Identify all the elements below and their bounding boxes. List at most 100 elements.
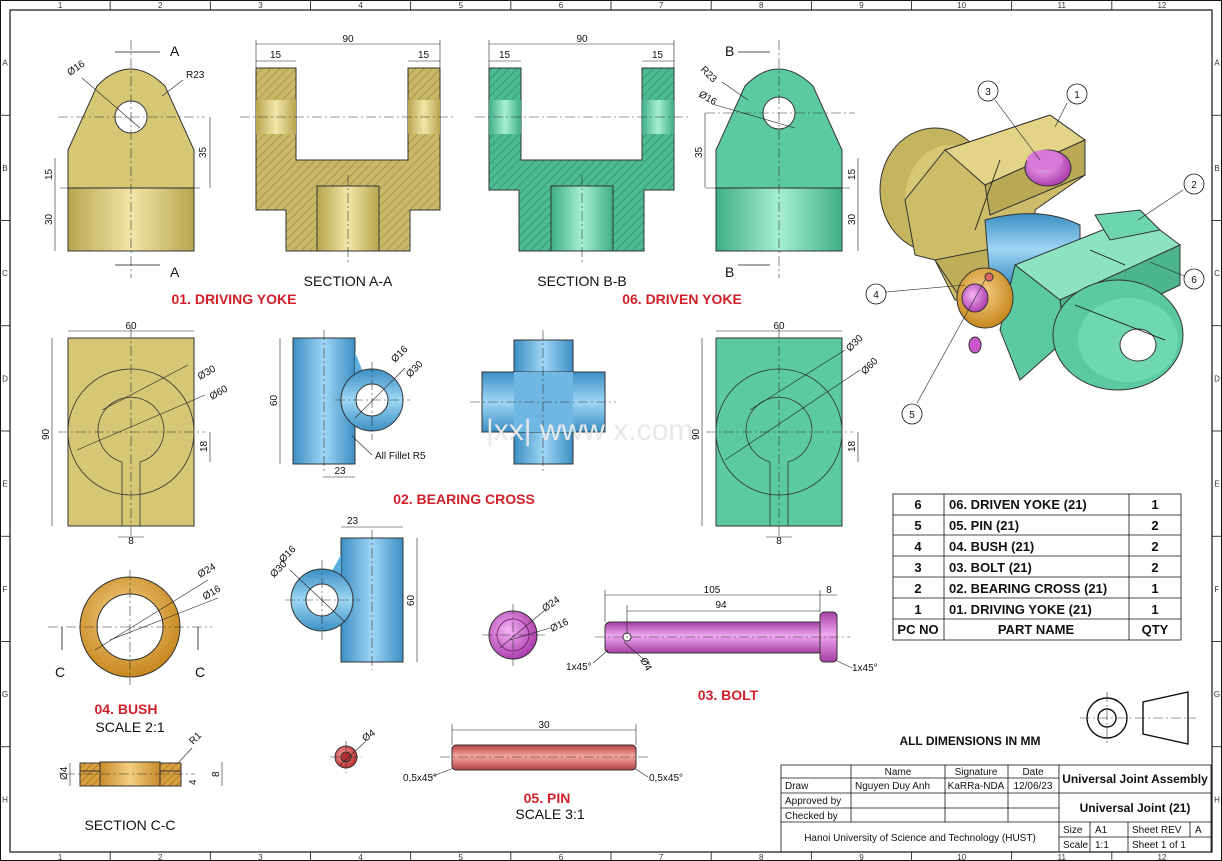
dim-driven-top-width-60: 60 (773, 321, 785, 332)
tb-col-name: Name (885, 767, 912, 778)
cut-label-a-top: A (170, 43, 180, 59)
bom-row-name: 01. DRIVING YOKE (21) (949, 602, 1092, 617)
tb-sheet-rev-label: Sheet REV (1132, 825, 1182, 836)
bom-row: 5 05. PIN (21) 2 (914, 518, 1158, 533)
tb-scale-label: Scale (1063, 840, 1088, 851)
dim-top-slot-18: 18 (199, 440, 210, 452)
dim-driven-height-35: 35 (694, 146, 705, 158)
dim-top-width-60: 60 (125, 321, 137, 332)
cut-label-b-bottom: B (725, 264, 734, 280)
fillet-note: All Fillet R5 (375, 451, 426, 462)
dim-pin-chamfer-left: 0,5x45° (403, 773, 437, 784)
bom-row-qty: 1 (1151, 497, 1158, 512)
bom-row-no: 4 (914, 539, 922, 554)
grid-row-label: F (1215, 585, 1220, 594)
dim-cc-height-8: 8 (211, 771, 222, 777)
dim-height-30: 30 (44, 213, 55, 225)
tb-draw-signature: KaRRa-NDA (948, 781, 1005, 792)
dim-driven-top-height-90: 90 (691, 428, 702, 440)
grid-column-label: 9 (859, 1, 864, 10)
tb-institution: Hanoi University of Science and Technolo… (804, 833, 1036, 844)
dim-height-15: 15 (44, 168, 55, 180)
tb-size-label: Size (1063, 825, 1083, 836)
section-bb-label: SECTION B-B (537, 273, 626, 289)
bearing-cross-front-view (470, 330, 616, 474)
dim-pin-length-30: 30 (538, 720, 550, 731)
tb-draw-name: Nguyen Duy Anh (855, 781, 930, 792)
bom-header-no: PC NO (897, 622, 938, 637)
grid-column-label: 11 (1058, 1, 1067, 10)
grid-column-label: 8 (759, 853, 764, 861)
bom-row-no: 3 (914, 560, 921, 575)
cut-label-c-right: C (195, 664, 205, 680)
dim-width-90-bb: 90 (576, 34, 588, 45)
tb-sheet-rev-value: A (1195, 825, 1202, 836)
isometric-assembly-view (879, 114, 1184, 391)
dim-pin-chamfer-right: 0,5x45° (649, 773, 683, 784)
dim-height-35: 35 (198, 146, 209, 158)
bolt-title: 03. BOLT (698, 687, 759, 703)
bolt-side-view: 105 94 8 1x45° 1x45° Ø4 (566, 585, 878, 674)
grid-column-label: 4 (358, 1, 363, 10)
driven-yoke-title: 06. DRIVEN YOKE (622, 291, 742, 307)
dim-driven-top-slot-8: 8 (776, 536, 782, 547)
tb-drawing-title: Universal Joint (21) (1080, 801, 1191, 815)
dim-cc-dia-4: Ø4 (59, 766, 70, 780)
balloon-2: 2 (1191, 180, 1197, 191)
watermark: |xx| www x.com (486, 414, 693, 447)
part-balloons: 1 2 3 4 5 6 (865, 80, 1205, 425)
grid-column-label: 10 (957, 1, 966, 10)
dim-driven-height-30: 30 (847, 213, 858, 225)
grid-row-label: H (1214, 795, 1220, 804)
grid-row-label: A (1214, 59, 1220, 68)
grid-column-label: 10 (957, 853, 966, 861)
pin-scale: SCALE 3:1 (515, 806, 584, 822)
grid-row-label: A (2, 59, 8, 68)
grid-row-label: D (2, 374, 8, 383)
bom-row-qty: 2 (1151, 560, 1158, 575)
driven-yoke-front-view: B B R23 Ø16 35 15 30 (694, 40, 859, 280)
bom-row-name: 04. BUSH (21) (949, 539, 1034, 554)
bom-row: 4 04. BUSH (21) 2 (914, 539, 1158, 554)
bush-scale: SCALE 2:1 (95, 719, 164, 735)
bom-header-qty: QTY (1142, 622, 1169, 637)
dim-top-height-90: 90 (41, 428, 52, 440)
dim-bolt-chamfer-right: 1x45° (852, 663, 878, 674)
bom-row-name: 02. BEARING CROSS (21) (949, 581, 1107, 596)
bom-row-no: 5 (914, 518, 921, 533)
section-cc-label: SECTION C-C (85, 817, 176, 833)
grid-row-label: G (2, 690, 8, 699)
driving-yoke-title: 01. DRIVING YOKE (171, 291, 296, 307)
bom-row: 1 01. DRIVING YOKE (21) 1 (914, 602, 1158, 617)
pin-side-view: 30 0,5x45° 0,5x45° (403, 720, 683, 784)
grid-column-label: 2 (158, 853, 163, 861)
dim-wall-15-aa-right: 15 (418, 50, 430, 61)
grid-row-label: C (2, 269, 8, 278)
dim-radius: R23 (186, 70, 205, 81)
dim-cross-height-60: 60 (269, 394, 280, 406)
tb-col-signature: Signature (955, 767, 998, 778)
dim-driven-height-15: 15 (847, 168, 858, 180)
grid-column-label: 1 (58, 1, 63, 10)
balloon-1: 1 (1074, 90, 1080, 101)
bom-row: 2 02. BEARING CROSS (21) 1 (914, 581, 1158, 596)
bom-row-no: 1 (914, 602, 921, 617)
grid-row-label: C (1214, 269, 1220, 278)
grid-column-label: 2 (158, 1, 163, 10)
dim-cross-bottom-23: 23 (347, 516, 359, 527)
grid-column-label: 12 (1157, 853, 1166, 861)
cut-label-c-left: C (55, 664, 65, 680)
section-aa-view: 90 15 15 (240, 34, 455, 265)
dim-cross-width-23: 23 (334, 466, 346, 477)
tb-sheet: Sheet 1 of 1 (1132, 840, 1186, 851)
bill-of-materials: 6 06. DRIVEN YOKE (21) 1 5 05. PIN (21) … (892, 493, 1182, 641)
bom-row-qty: 2 (1151, 518, 1158, 533)
tb-size-value: A1 (1095, 825, 1108, 836)
dim-width-90-aa: 90 (342, 34, 354, 45)
bom-row-no: 2 (914, 581, 921, 596)
bush-title: 04. BUSH (94, 701, 157, 717)
cut-label-a-bottom: A (170, 264, 180, 280)
dim-bolt-chamfer-left: 1x45° (566, 662, 592, 673)
